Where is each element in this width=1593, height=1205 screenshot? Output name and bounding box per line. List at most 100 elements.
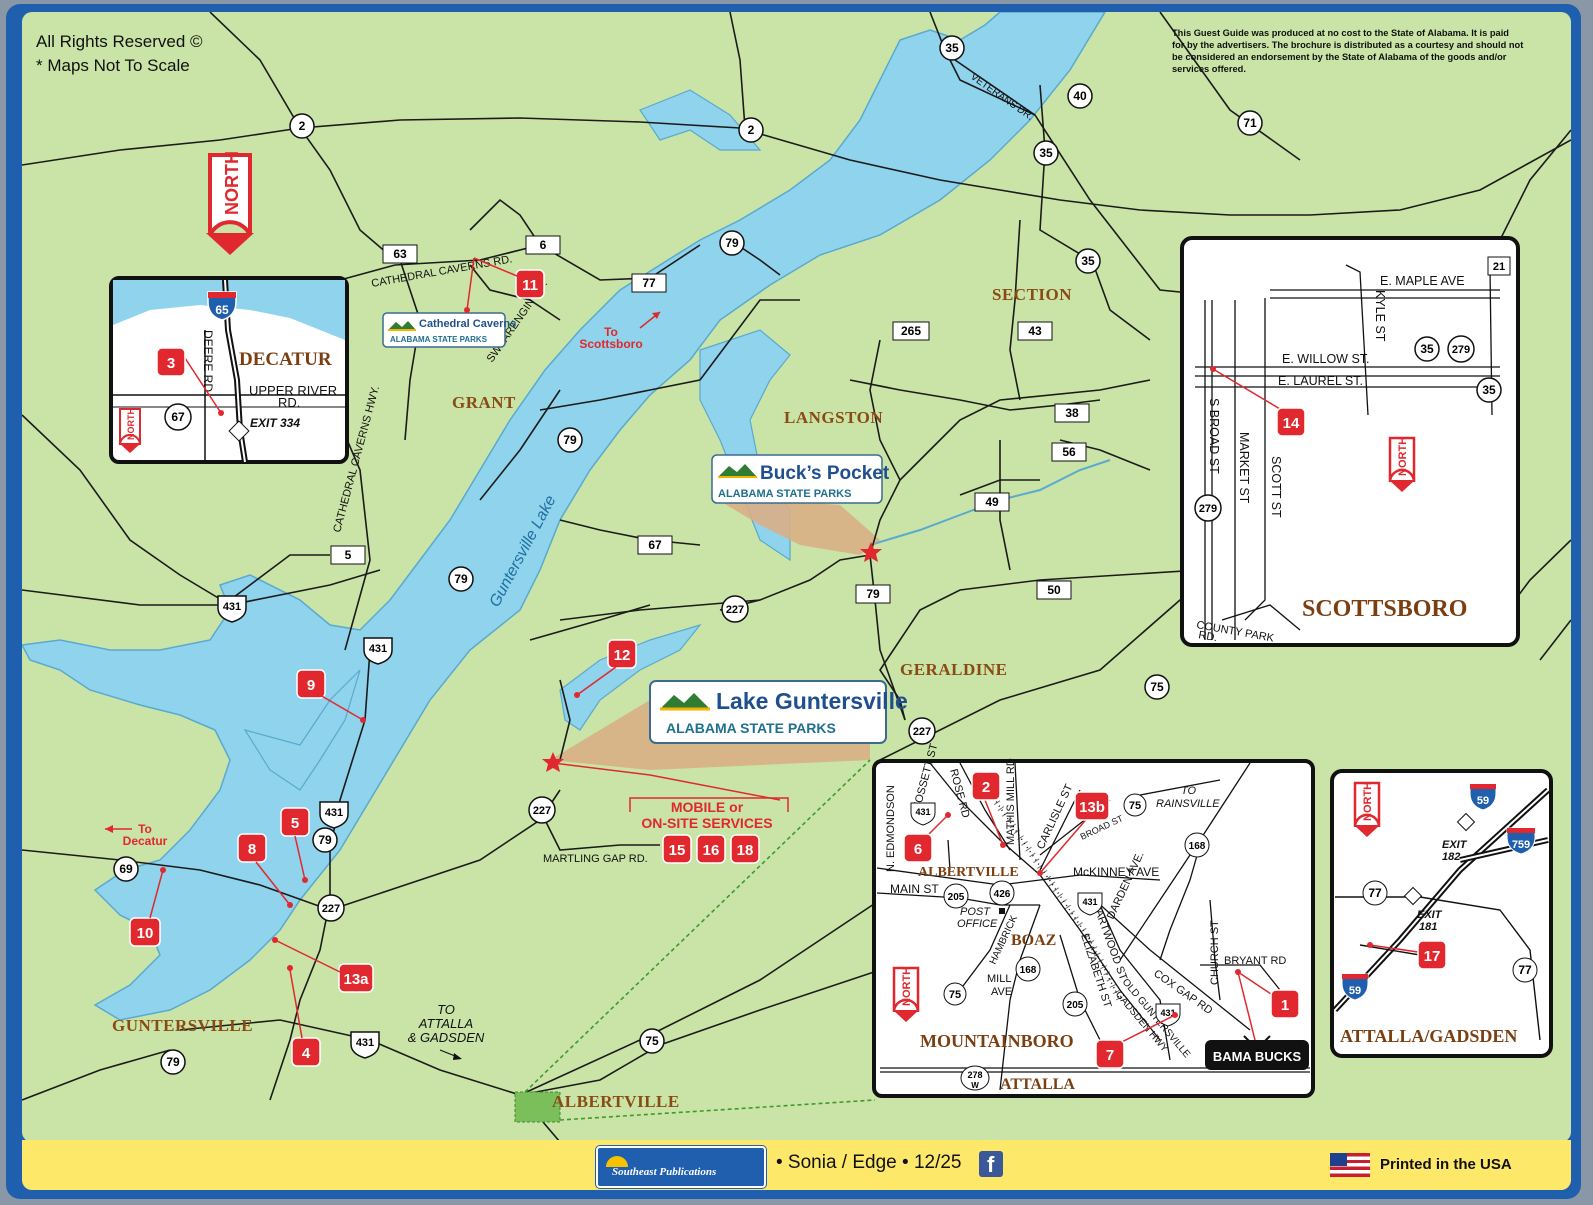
svg-text:431: 431 [369,643,387,655]
svg-text:EXIT: EXIT [1442,839,1468,851]
svg-text:50: 50 [1047,583,1061,597]
svg-text:79: 79 [454,572,468,586]
route-77-shield: 77 [1362,880,1388,906]
svg-text:21: 21 [1493,261,1505,273]
rights-text: All Rights Reserved © [36,32,203,51]
us-431-shield: 431 [363,637,393,665]
svg-text:Lake Guntersville: Lake Guntersville [716,688,908,714]
decatur-north-icon: NORTH [119,408,141,453]
svg-text:ALABAMA STATE PARKS: ALABAMA STATE PARKS [666,720,836,736]
svg-text:205: 205 [1067,1000,1084,1011]
town-albertville: ALBERTVILLE [552,1092,680,1111]
svg-text:14: 14 [1283,415,1300,432]
svg-text:EXIT: EXIT [1417,909,1443,921]
attalla-gadsden-inset: EXIT 182 EXIT 181 ATTALLA/GADSDEN 59 759… [1330,769,1553,1058]
cathedral-caverns-park-badge[interactable]: Cathedral Caverns ALABAMA STATE PARKS [382,312,516,348]
svg-text:ATTALLA/GADSDEN: ATTALLA/GADSDEN [1340,1026,1517,1046]
svg-text:279: 279 [1452,344,1470,356]
svg-text:ALABAMA STATE PARKS: ALABAMA STATE PARKS [718,488,851,500]
town-section: SECTION [992,285,1072,304]
svg-text:227: 227 [726,604,744,616]
svg-text:RAINSVILLE: RAINSVILLE [1156,798,1220,810]
route-2-shield: 2 [289,113,315,139]
facebook-glyph: f [987,1152,995,1177]
svg-text:DEERE RD: DEERE RD [201,330,215,392]
svg-text:RD.: RD. [1197,629,1218,644]
svg-text:431: 431 [915,807,930,817]
route-205-shield: 205 [1062,991,1088,1017]
svg-text:To: To [138,822,152,836]
scottsboro-inset: E. MAPLE AVE E. WILLOW ST. E. LAUREL ST.… [1180,236,1520,647]
marker-12: 12 [607,639,637,669]
us-431-shield: 431 [1077,892,1103,916]
facebook-icon[interactable]: f [979,1151,1003,1177]
svg-text:6: 6 [540,238,547,252]
marker-1: 1 [1270,989,1300,1019]
marker-17[interactable]: 17 [1417,940,1447,970]
interstate-65-shield-icon: 65 [207,291,237,321]
svg-text:75: 75 [949,989,961,1001]
svg-text:17: 17 [1424,948,1441,965]
svg-text:79: 79 [563,433,577,447]
route-426-shield: 426 [989,880,1015,906]
svg-text:15: 15 [669,842,686,859]
svg-text:168: 168 [1189,841,1206,852]
marker-8: 8 [237,833,267,863]
svg-text:NORTH: NORTH [1362,782,1374,821]
marker-9: 9 [296,669,326,699]
inset-markers[interactable]: 2 6 13b 1 7 [903,771,1300,1069]
route-38-box: 38 [1054,403,1090,423]
svg-text:75: 75 [1150,680,1164,694]
route-50-box: 50 [1036,580,1072,600]
svg-text:227: 227 [913,726,931,738]
svg-text:77: 77 [642,276,656,290]
publisher-sun-icon [606,1156,628,1167]
attalla-north-icon: NORTH [1353,781,1381,837]
svg-text:431: 431 [223,601,241,613]
svg-text:35: 35 [1482,383,1496,397]
svg-text:BOAZ: BOAZ [1011,932,1056,949]
route-21-box: 21 [1487,256,1511,276]
svg-text:69: 69 [119,862,133,876]
route-2-shield: 2 [738,117,764,143]
svg-text:182: 182 [1442,851,1460,863]
route-69-shield: 69 [113,856,139,882]
publisher-logo[interactable]: Southeast Publications [596,1146,766,1188]
svg-text:AVE: AVE [991,986,1012,998]
svg-text:35: 35 [945,41,959,55]
route-75-shield: 75 [1123,793,1147,817]
svg-text:S BROAD ST: S BROAD ST [1207,398,1221,474]
route-227-shield: 227 [908,717,936,745]
to-attalla-label: TO ATTALLA & GADSDEN [408,1002,485,1060]
bucks-pocket-park-badge[interactable]: Buck’s Pocket ALABAMA STATE PARKS [711,454,890,504]
svg-text:6: 6 [914,841,922,858]
marker-14[interactable]: 14 [1276,407,1306,437]
svg-text:79: 79 [166,1055,180,1069]
town-guntersville: GUNTERSVILLE [112,1016,253,1035]
usa-flag-icon [1330,1153,1370,1177]
marker-3-inset[interactable]: 3 [156,347,186,377]
svg-text:1: 1 [1281,997,1289,1014]
mobile-services-callout: MOBILE or ON-SITE SERVICES [629,797,789,831]
us-431-shield: 431 [319,801,349,829]
svg-text:services offered.: services offered. [1172,64,1246,74]
marker-13b: 13b [1074,791,1110,821]
svg-text:& GADSDEN: & GADSDEN [408,1030,485,1045]
marker-11: 11 [515,269,545,299]
svg-text:227: 227 [322,903,340,915]
svg-text:NORTH: NORTH [126,408,136,440]
svg-text:18: 18 [737,842,754,859]
svg-text:181: 181 [1419,921,1437,933]
us-431-shield: 431 [217,595,247,623]
bama-bucks-logo: BAMA BUCKS [1205,1035,1309,1070]
route-79-shield: 79 [312,827,338,853]
svg-text:MOBILE or: MOBILE or [671,799,744,815]
svg-text:38: 38 [1065,406,1079,420]
route-35-shield: 35 [1075,248,1101,274]
svg-text:KYLE ST: KYLE ST [1373,290,1387,342]
route-227-shield: 227 [721,595,749,623]
svg-text:5: 5 [345,548,352,562]
lake-guntersville-park-badge[interactable]: Lake Guntersville ALABAMA STATE PARKS [649,680,908,744]
marker-18: 18 [730,834,760,864]
